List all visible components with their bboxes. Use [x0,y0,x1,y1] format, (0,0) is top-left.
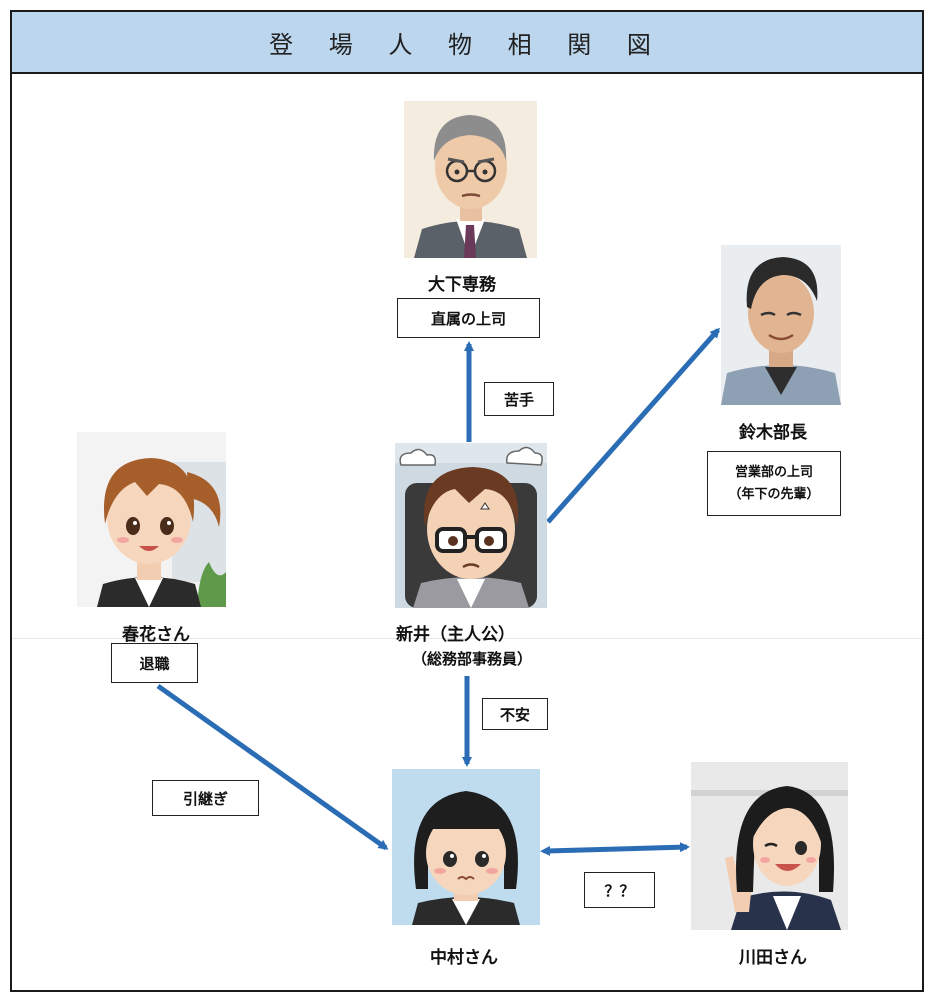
character-name-arai: 新井（主人公） [396,625,515,645]
short-hair-man-portrait-icon [721,245,841,405]
role-box-oshita: 直属の上司 [397,298,540,338]
character-name-nakamura: 中村さん [430,948,498,968]
role-box-haruhana: 退職 [111,643,198,683]
relation-label-nakamura-kawada: ？？ [584,872,655,908]
winking-woman-peace-sign-portrait-icon [691,762,848,930]
relation-label-arai-oshita: 苦手 [484,382,554,416]
role-suzuki-line2: （年下の先輩） [728,486,820,502]
ponytail-woman-portrait-icon [77,432,226,607]
title-bar: 登 場 人 物 相 関 図 [10,10,924,74]
role-suzuki-line1: 営業部の上司 [734,464,813,480]
arrow-nakamura-kawada [540,842,690,856]
relation-label-arai-nakamura: 不安 [482,698,548,730]
divider-line [12,638,922,639]
character-name-haruhana: 春花さん [122,625,190,645]
worried-woman-portrait-icon [392,769,540,925]
character-name-oshita: 大下専務 [428,275,496,295]
relation-label-haruhana-nakamura: 引継ぎ [152,780,259,816]
older-man-glasses-portrait-icon [404,101,537,258]
page-title: 登 場 人 物 相 関 図 [269,30,665,59]
arrow-haruhana-to-nakamura [156,683,389,851]
stressed-man-glasses-portrait-icon [395,443,547,608]
character-role-arai: （総務部事務員） [412,650,533,668]
character-name-suzuki: 鈴木部長 [739,423,807,443]
role-box-suzuki: 営業部の上司 （年下の先輩） [707,451,841,516]
arrow-arai-to-suzuki [546,327,720,524]
character-name-kawada: 川田さん [739,948,807,968]
